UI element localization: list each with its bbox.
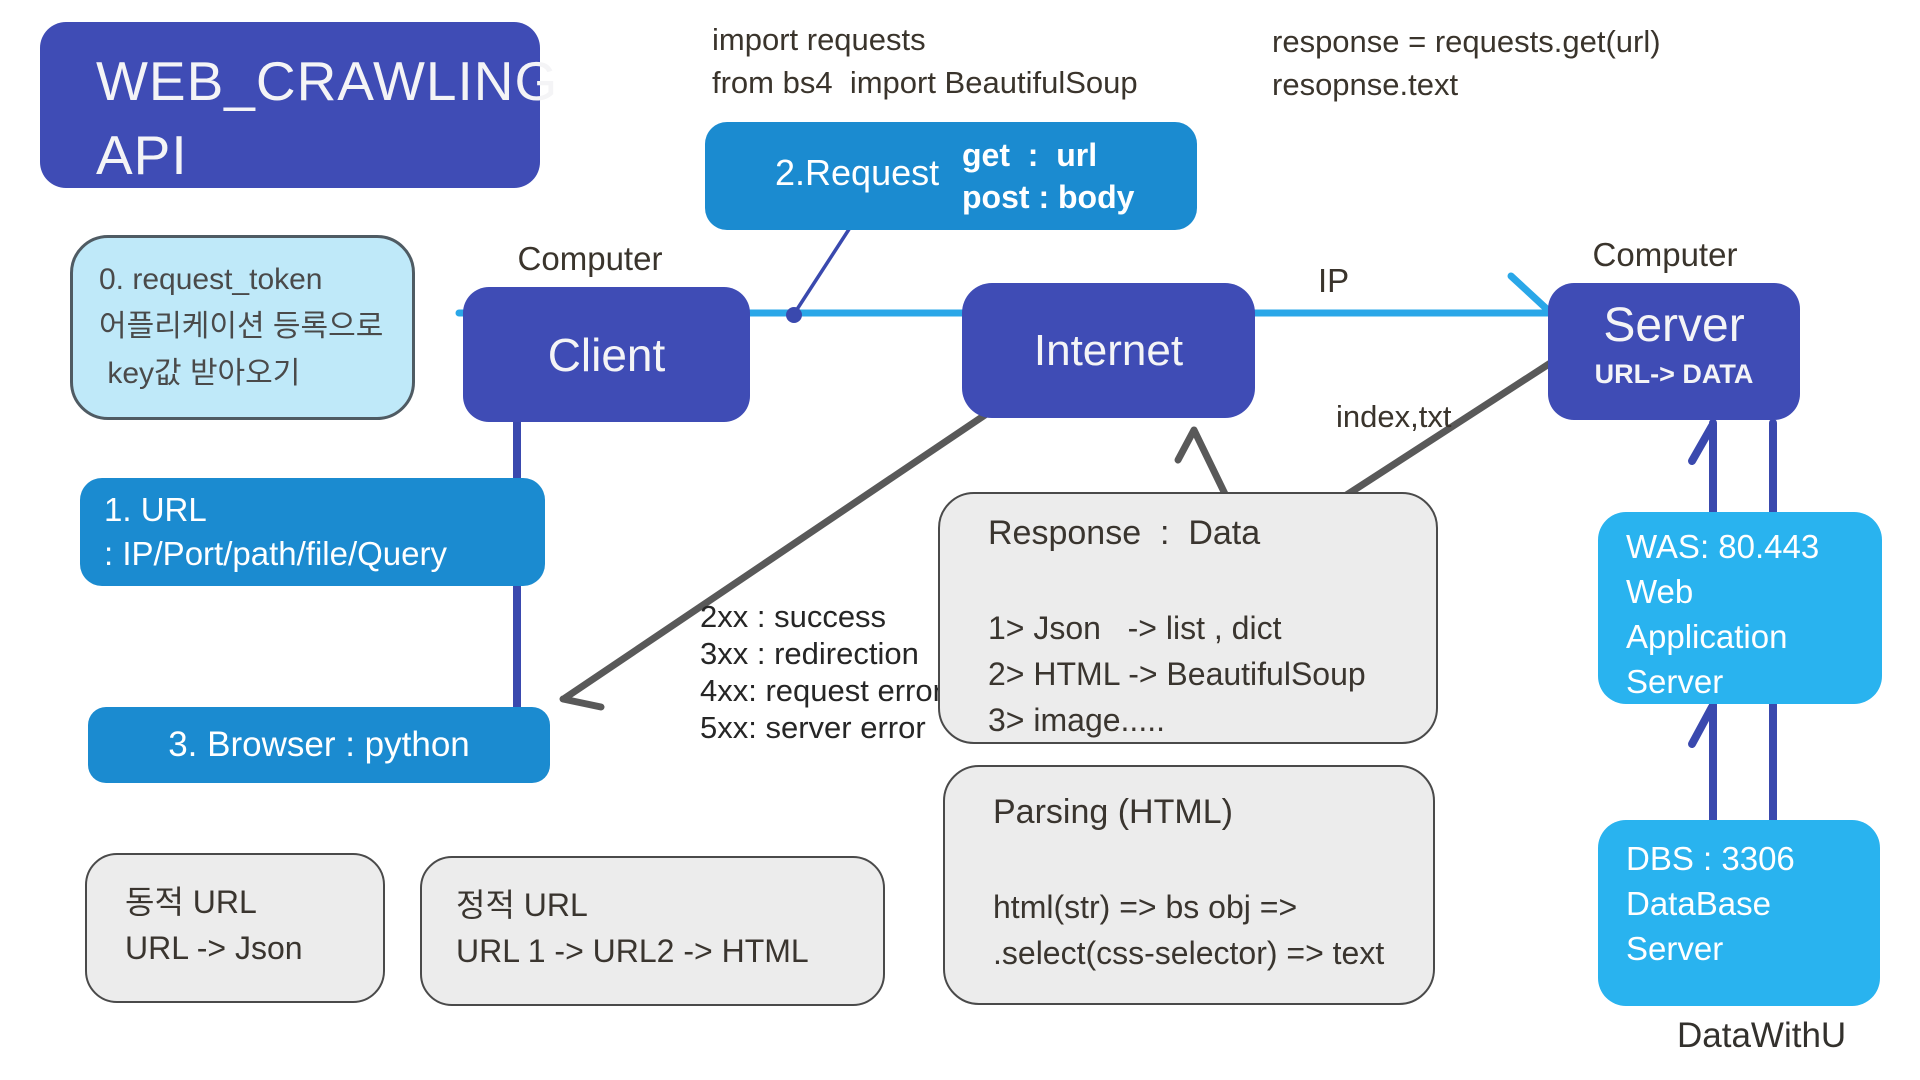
dynamic-url-box: 동적 URL URL -> Json bbox=[85, 853, 385, 1003]
parsing-box-title: Parsing (HTML) bbox=[993, 793, 1233, 831]
request-post-line: post : body bbox=[962, 179, 1135, 215]
status-5xx: 5xx: server error bbox=[700, 710, 926, 745]
code-response-text: resopnse.text bbox=[1272, 67, 1459, 102]
parsing-item-2: .select(css-selector) => text bbox=[993, 935, 1385, 971]
was-line-4: Server bbox=[1626, 663, 1724, 700]
request-methods: get : url post : body bbox=[962, 134, 1134, 218]
parsing-item-1: html(str) => bs obj => bbox=[993, 889, 1298, 925]
status-4xx: 4xx: request error bbox=[700, 673, 943, 708]
request-step-node: 2.Request get : url post : body bbox=[705, 122, 1197, 230]
server-label: Server bbox=[1603, 299, 1745, 352]
dbs-was-up-arrowhead bbox=[1688, 703, 1716, 748]
code-response-get: response = requests.get(url) bbox=[1272, 24, 1661, 59]
internet-browser-arrowhead bbox=[559, 695, 605, 711]
client-node: Client bbox=[463, 287, 750, 422]
dbs-line-2: DataBase bbox=[1626, 885, 1771, 922]
browser-step-node: 3. Browser : python bbox=[88, 707, 550, 783]
server-response-line bbox=[1341, 358, 1556, 500]
static-url-line-1: 정적 URL bbox=[456, 887, 588, 923]
computer-label-left: Computer bbox=[517, 240, 663, 277]
response-item-json: 1> Json -> list , dict bbox=[988, 610, 1282, 646]
token-note-line-3: key값 받아오기 bbox=[99, 357, 301, 390]
response-box-title: Response : Data bbox=[988, 514, 1261, 552]
was-line-3: Application bbox=[1626, 618, 1788, 655]
request-token-note: 0. request_token 어플리케이션 등록으로 key값 받아오기 bbox=[70, 235, 415, 420]
was-node: WAS: 80.443 Web Application Server bbox=[1598, 512, 1882, 704]
static-url-line-2: URL 1 -> URL2 -> HTML bbox=[456, 933, 809, 969]
title-line-1: WEB_CRAWLING bbox=[96, 50, 559, 112]
dbs-node: DBS : 3306 DataBase Server bbox=[1598, 820, 1880, 1006]
request-step-label: 2.Request bbox=[775, 152, 940, 193]
static-url-box: 정적 URL URL 1 -> URL2 -> HTML bbox=[420, 856, 885, 1006]
ip-arrowhead bbox=[1507, 272, 1554, 316]
internet-label: Internet bbox=[1033, 325, 1184, 375]
response-item-image: 3> image..... bbox=[988, 702, 1165, 738]
internet-node: Internet bbox=[962, 283, 1255, 418]
response-code-snippet: response = requests.get(url) resopnse.te… bbox=[1272, 20, 1661, 106]
response-internet-arrow bbox=[1174, 426, 1230, 500]
server-sub-label: URL-> DATA bbox=[1594, 359, 1754, 389]
import-code-snippet: import requests from bs4 import Beautifu… bbox=[712, 18, 1138, 104]
computer-label-right: Computer bbox=[1592, 236, 1738, 273]
token-note-line-1: 0. request_token bbox=[99, 263, 323, 296]
was-line-2: Web bbox=[1626, 573, 1694, 610]
brand-label: DataWithU bbox=[1677, 1016, 1847, 1055]
token-note-line-2: 어플리케이션 등록으로 bbox=[99, 310, 384, 343]
request-get-line: get : url bbox=[962, 137, 1098, 173]
code-import-bs4: from bs4 import BeautifulSoup bbox=[712, 65, 1138, 100]
status-codes: 2xx : success 3xx : redirection 4xx: req… bbox=[700, 598, 943, 746]
dynamic-url-line-1: 동적 URL bbox=[125, 884, 257, 920]
dynamic-url-line-2: URL -> Json bbox=[125, 930, 303, 966]
code-import-requests: import requests bbox=[712, 22, 926, 57]
internet-browser-line bbox=[561, 411, 989, 702]
status-3xx: 3xx : redirection bbox=[700, 636, 919, 671]
browser-step-label: 3. Browser : python bbox=[168, 725, 470, 764]
server-node: Server URL-> DATA bbox=[1548, 283, 1800, 420]
diagram-title: WEB_CRAWLING API bbox=[40, 22, 559, 188]
response-item-html: 2> HTML -> BeautifulSoup bbox=[988, 656, 1366, 692]
was-server-up-arrowhead bbox=[1688, 422, 1716, 465]
parsing-box: Parsing (HTML) html(str) => bs obj => .s… bbox=[943, 765, 1435, 1005]
client-label: Client bbox=[547, 328, 666, 381]
url-step-line-2: : IP/Port/path/file/Query bbox=[104, 535, 447, 572]
request-pointer-line bbox=[792, 218, 857, 316]
url-step-node: 1. URL : IP/Port/path/file/Query bbox=[80, 478, 545, 586]
ip-label: IP bbox=[1318, 262, 1350, 299]
was-line-1: WAS: 80.443 bbox=[1626, 528, 1820, 565]
dbs-line-1: DBS : 3306 bbox=[1626, 840, 1795, 877]
url-step-line-1: 1. URL bbox=[104, 491, 207, 528]
status-2xx: 2xx : success bbox=[700, 599, 887, 634]
request-pointer-dot bbox=[786, 307, 802, 323]
index-txt-label: index,txt bbox=[1336, 399, 1452, 434]
dbs-line-3: Server bbox=[1626, 930, 1724, 967]
response-data-box: Response : Data 1> Json -> list , dict 2… bbox=[938, 492, 1438, 744]
title-line-2: API bbox=[96, 124, 188, 186]
